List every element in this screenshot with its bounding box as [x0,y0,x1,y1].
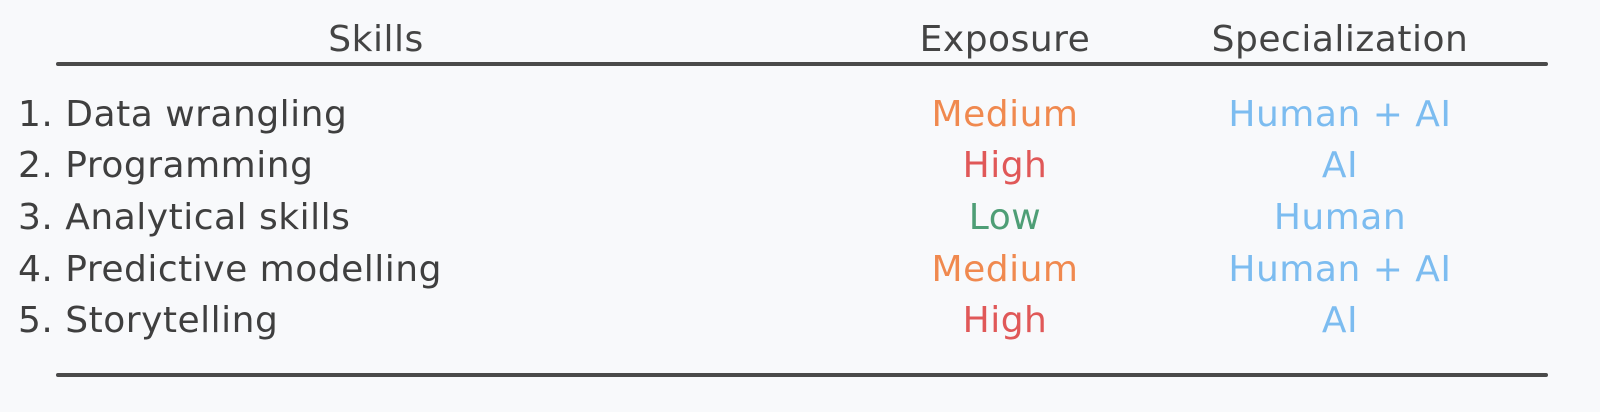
exposure-cell: Low [968,197,1042,238]
footer-rule [56,373,1548,377]
header-rule [56,62,1548,66]
specialization-cell: Human [1273,197,1407,238]
skill-cell: 1. Data wrangling [18,94,348,135]
table-row: 5. Storytelling High AI [0,295,1600,347]
table-row: 2. Programming High AI [0,140,1600,192]
specialization-cell: Human + AI [1228,94,1452,135]
exposure-cell: High [962,300,1048,341]
header-skills: Skills [328,19,424,60]
header-specialization: Specialization [1211,19,1469,60]
exposure-cell: Medium [931,249,1079,290]
specialization-cell: Human + AI [1228,249,1452,290]
skill-cell: 5. Storytelling [18,300,279,341]
table-row: 4. Predictive modelling Medium Human + A… [0,244,1600,296]
exposure-cell: High [962,145,1048,186]
skill-cell: 3. Analytical skills [18,197,351,238]
exposure-cell: Medium [931,94,1079,135]
header-exposure: Exposure [919,19,1091,60]
table-row: 1. Data wrangling Medium Human + AI [0,89,1600,141]
skill-cell: 4. Predictive modelling [18,249,442,290]
specialization-cell: AI [1321,145,1359,186]
specialization-cell: AI [1321,300,1359,341]
table-row: 3. Analytical skills Low Human [0,192,1600,244]
skill-cell: 2. Programming [18,145,314,186]
